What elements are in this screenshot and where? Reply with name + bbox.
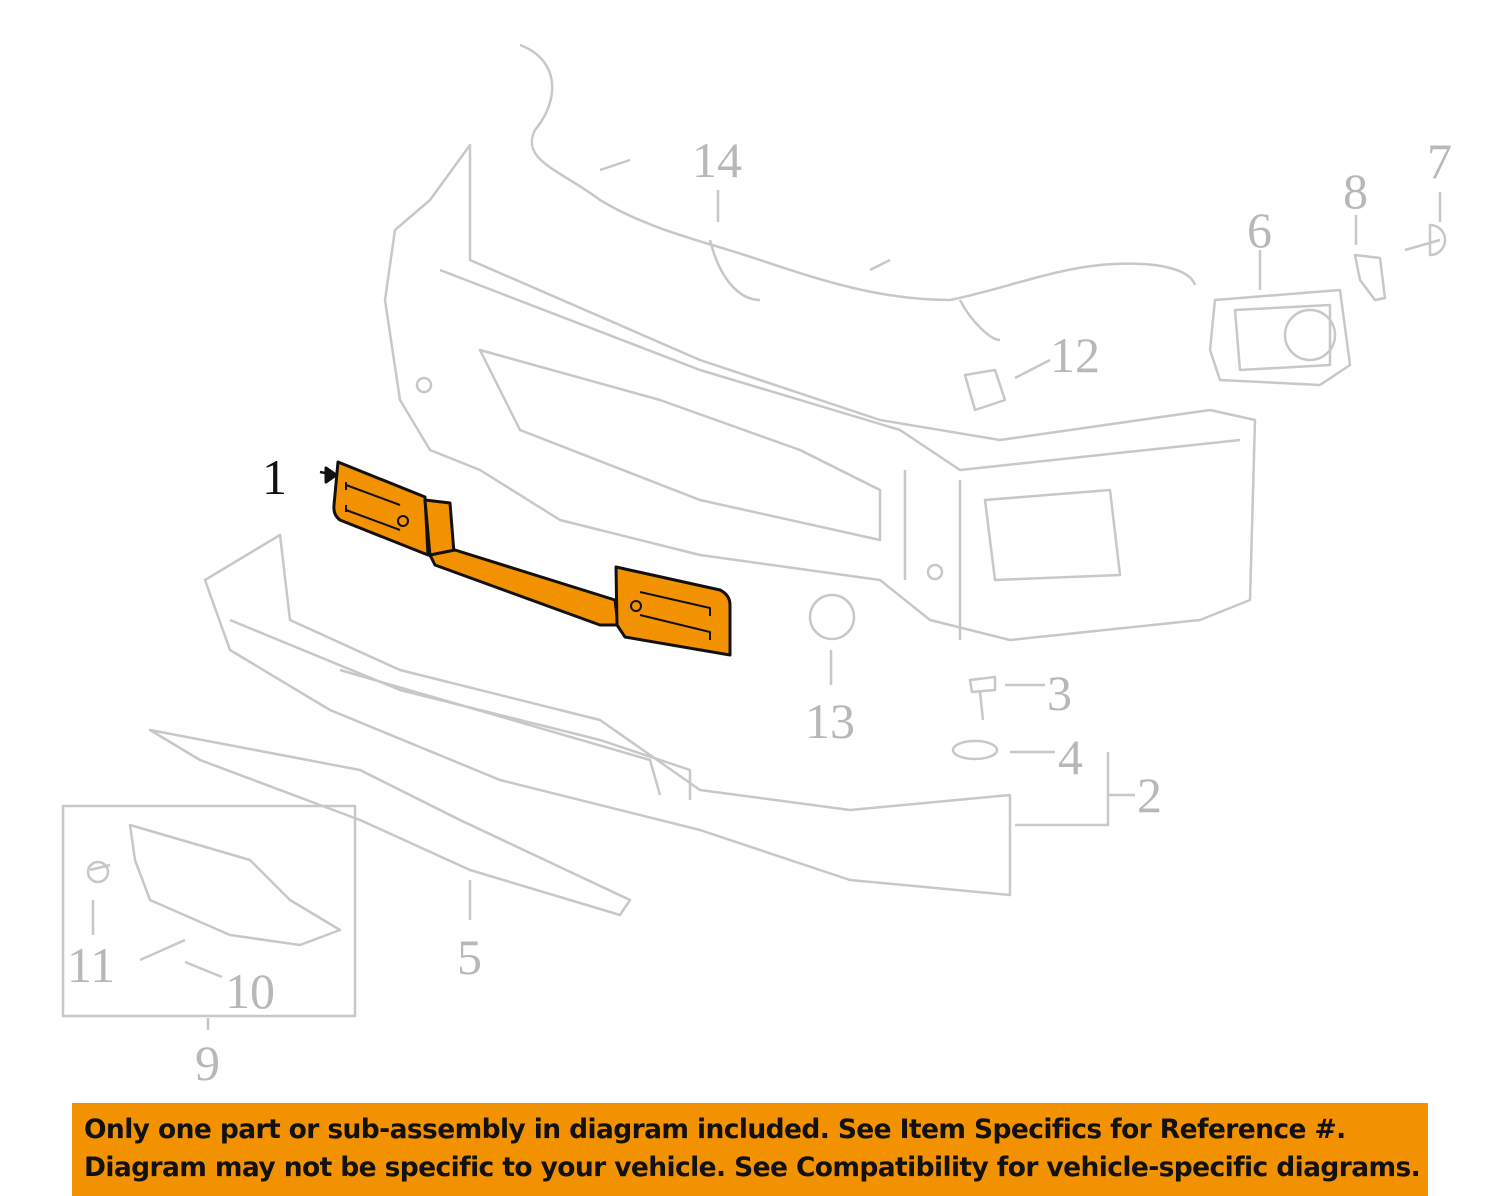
plate-bracket-box — [61, 804, 357, 1018]
callout-8: 8 — [1343, 163, 1368, 219]
callout-3: 3 — [1047, 665, 1072, 721]
callout-4: 4 — [1058, 729, 1083, 785]
callout-2: 2 — [1137, 767, 1162, 823]
highlighted-part-1 — [319, 460, 732, 657]
callout-5: 5 — [457, 929, 482, 985]
bumper-cover — [383, 143, 1257, 642]
wiring-harness — [519, 43, 1197, 342]
callout-12: 12 — [1050, 327, 1100, 383]
callout-1: 1 — [262, 449, 287, 505]
callout-7: 7 — [1427, 133, 1452, 189]
callout-13: 13 — [805, 693, 855, 749]
parts-diagram — [61, 43, 1447, 1030]
callout-6: 6 — [1247, 202, 1272, 258]
callout-11: 11 — [67, 937, 116, 993]
fog-lamp — [1208, 288, 1352, 387]
callout-14: 14 — [692, 132, 742, 188]
disclaimer-line-1: Only one part or sub-assembly in diagram… — [84, 1114, 1346, 1145]
air-deflector — [148, 728, 632, 917]
disclaimer-line-2: Diagram may not be specific to your vehi… — [84, 1152, 1421, 1183]
disclaimer-banner: Only one part or sub-assembly in diagram… — [72, 1103, 1428, 1196]
callout-10: 10 — [225, 963, 275, 1019]
callout-9: 9 — [195, 1035, 220, 1091]
lower-valance — [203, 533, 1012, 897]
